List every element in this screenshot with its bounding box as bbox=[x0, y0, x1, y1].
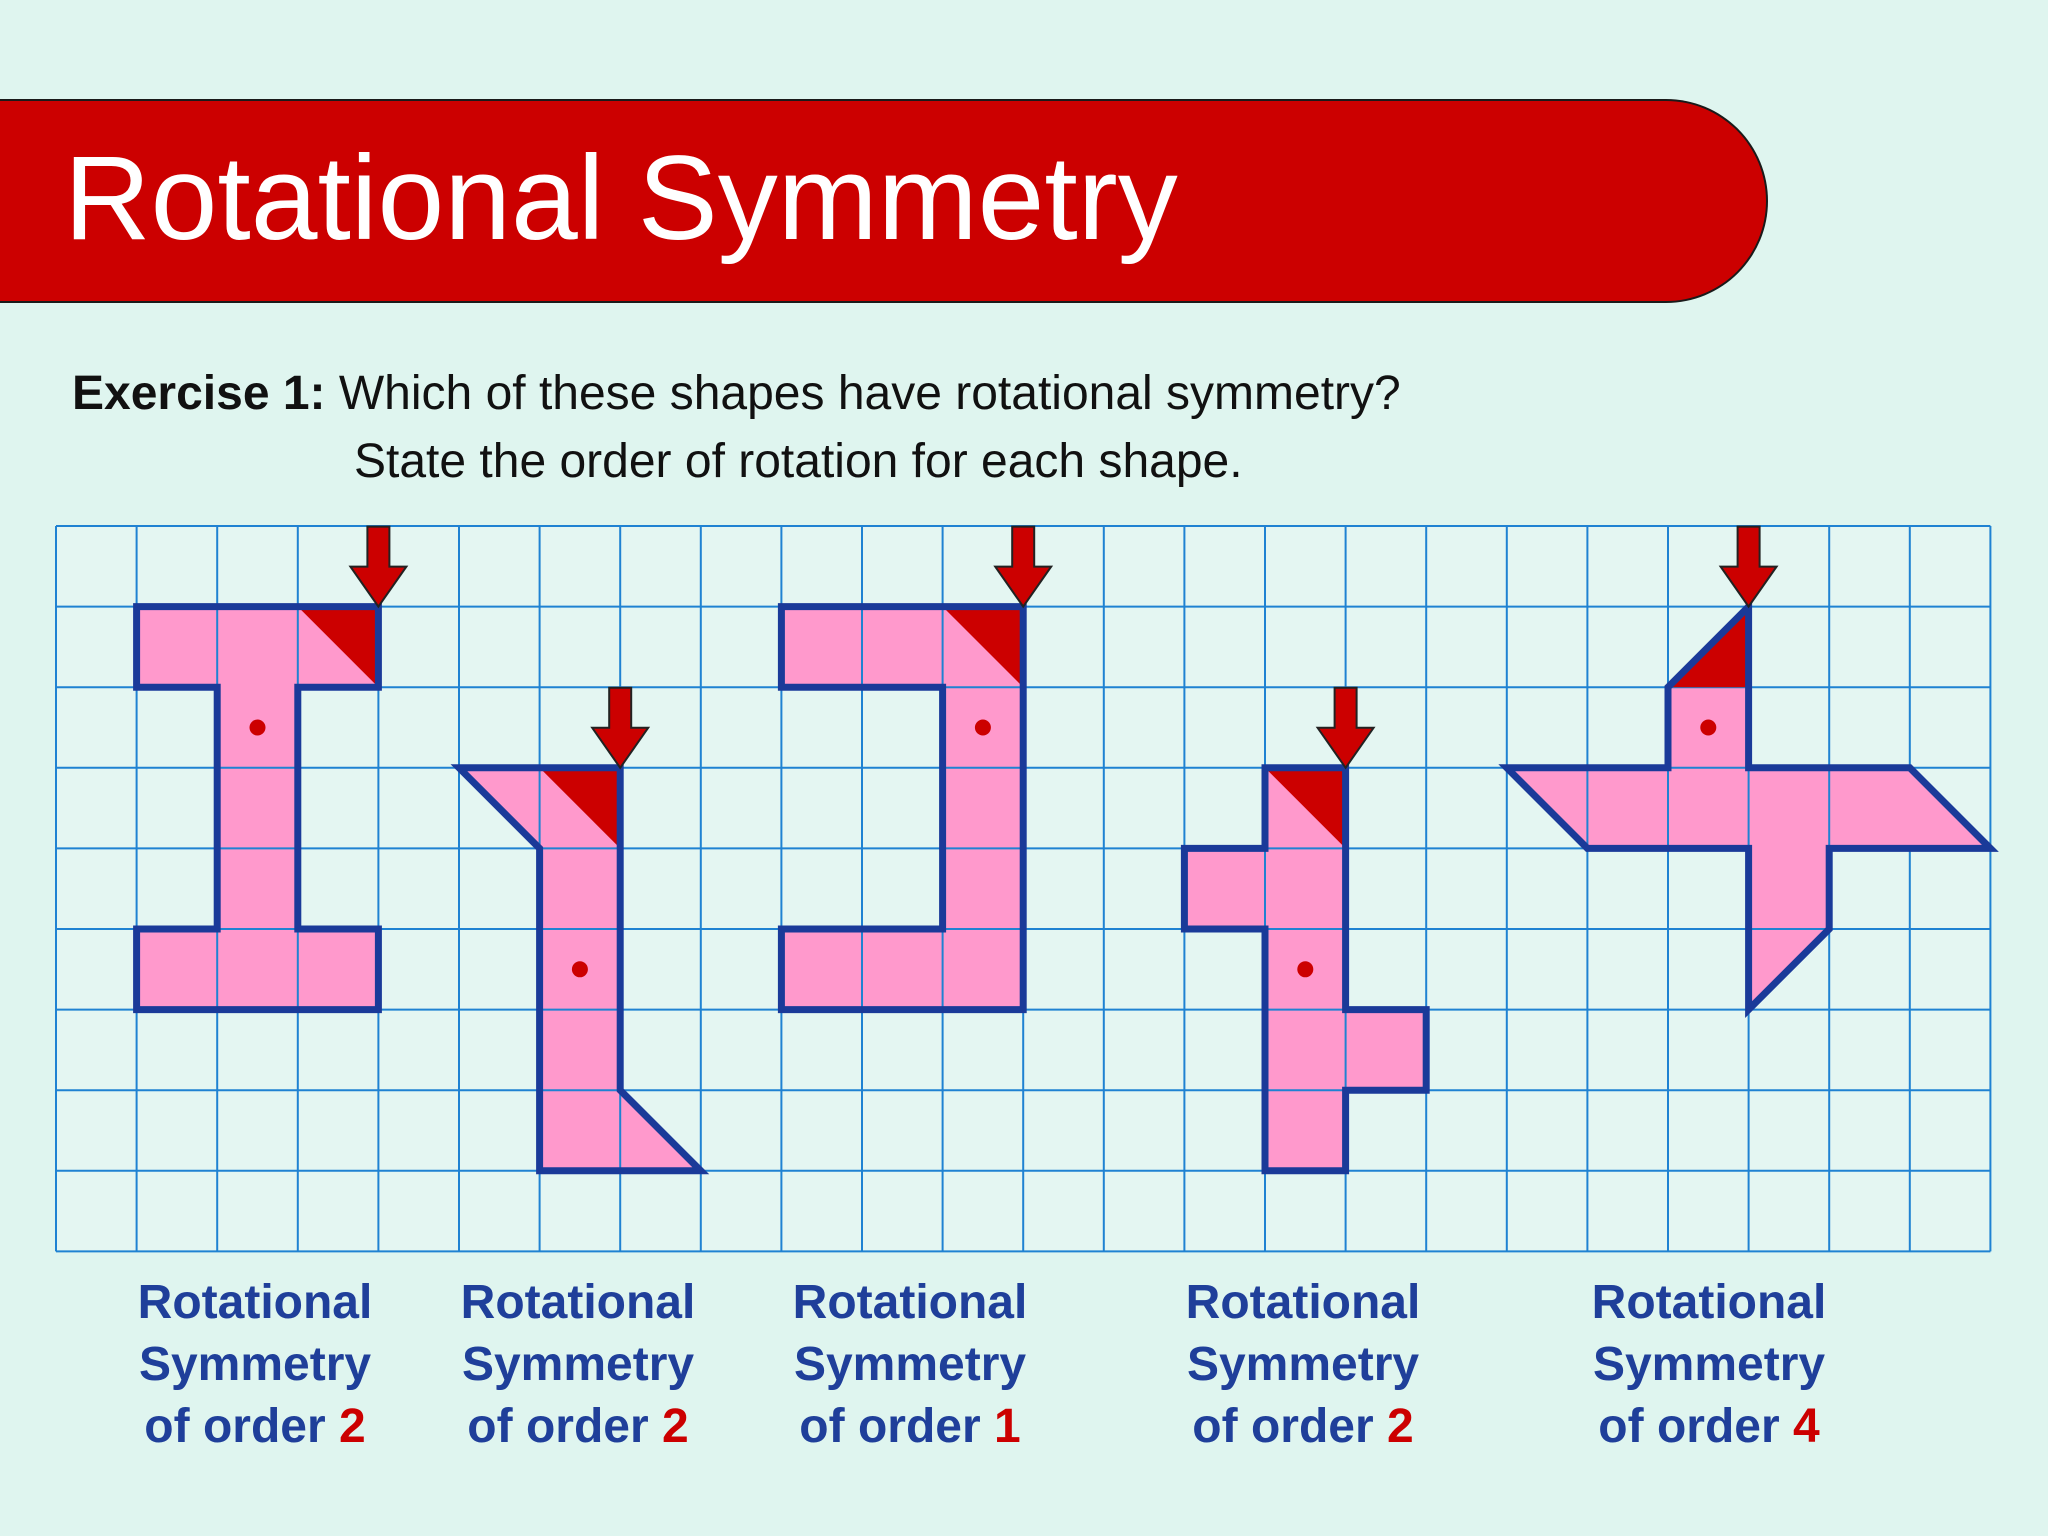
hook-shape-outline bbox=[777, 603, 1027, 1014]
arrow-down-icon bbox=[590, 686, 651, 770]
exercise-label: Exercise 1: bbox=[72, 367, 326, 420]
page-title: Rotational Symmetry bbox=[64, 131, 1178, 265]
caption-shape-2: Rotational Symmetry of order 2 bbox=[413, 1272, 743, 1458]
cross-offset-shape-outline bbox=[1180, 764, 1430, 1175]
cross-offset-center-dot bbox=[1297, 961, 1314, 978]
caption-shape-3: Rotational Symmetry of order 1 bbox=[745, 1272, 1075, 1458]
pinwheel-shape-outline bbox=[1498, 598, 1999, 1019]
caption-order-number: 4 bbox=[1792, 1400, 1820, 1453]
caption-line3: of order 2 bbox=[1138, 1396, 1468, 1458]
caption-line2: Symmetry bbox=[1592, 1338, 1826, 1391]
caption-line2: Symmetry bbox=[138, 1338, 372, 1391]
hook-marker-triangle bbox=[942, 606, 1024, 688]
caption-order-text: of order bbox=[799, 1400, 981, 1453]
caption-order-number: 2 bbox=[661, 1400, 689, 1453]
hook-center-dot bbox=[974, 719, 991, 736]
i-beam-marker-triangle bbox=[297, 606, 379, 688]
caption-order-text: of order bbox=[1598, 1400, 1780, 1453]
caption-shape-1: Rotational Symmetry of order 2 bbox=[90, 1272, 420, 1458]
caption-shape-4: Rotational Symmetry of order 2 bbox=[1138, 1272, 1468, 1458]
i-beam-center-dot bbox=[249, 719, 266, 736]
caption-line2: Symmetry bbox=[793, 1338, 1027, 1391]
caption-line3: of order 2 bbox=[413, 1396, 743, 1458]
caption-order-text: of order bbox=[144, 1400, 326, 1453]
caption-line2: Symmetry bbox=[1186, 1338, 1420, 1391]
i-beam-shape-fill bbox=[136, 606, 379, 1010]
arrow-down-icon bbox=[993, 525, 1054, 609]
caption-order-number: 2 bbox=[1386, 1400, 1414, 1453]
pinwheel-center-dot bbox=[1700, 719, 1717, 736]
caption-line1: Rotational bbox=[1185, 1276, 1421, 1329]
exercise-instruction: State the order of rotation for each sha… bbox=[354, 435, 1243, 488]
caption-line3: of order 4 bbox=[1544, 1396, 1874, 1458]
caption-line3: of order 1 bbox=[745, 1396, 1075, 1458]
caption-order-text: of order bbox=[467, 1400, 649, 1453]
hook-shape-fill bbox=[781, 606, 1024, 1010]
caption-shape-5: Rotational Symmetry of order 4 bbox=[1544, 1272, 1874, 1458]
title-banner bbox=[0, 99, 1768, 303]
caption-line1: Rotational bbox=[792, 1276, 1028, 1329]
i-beam-shape-outline bbox=[133, 603, 382, 1014]
caption-line2: Symmetry bbox=[461, 1338, 695, 1391]
caption-order-number: 1 bbox=[993, 1400, 1021, 1453]
caption-order-text: of order bbox=[1192, 1400, 1374, 1453]
cross-offset-marker-triangle bbox=[1265, 767, 1346, 849]
slanted-bar-marker-triangle bbox=[539, 767, 621, 849]
caption-line1: Rotational bbox=[137, 1276, 373, 1329]
caption-line1: Rotational bbox=[460, 1276, 696, 1329]
caption-line3: of order 2 bbox=[90, 1396, 420, 1458]
exercise-prompt: Exercise 1: Which of these shapes have r… bbox=[72, 360, 1401, 496]
arrow-down-icon bbox=[348, 525, 409, 609]
caption-order-number: 2 bbox=[338, 1400, 366, 1453]
exercise-question: Which of these shapes have rotational sy… bbox=[338, 367, 1401, 420]
caption-line1: Rotational bbox=[1591, 1276, 1827, 1329]
slanted-bar-center-dot bbox=[571, 961, 588, 978]
arrow-down-icon bbox=[1718, 525, 1779, 609]
arrow-down-icon bbox=[1315, 686, 1376, 770]
